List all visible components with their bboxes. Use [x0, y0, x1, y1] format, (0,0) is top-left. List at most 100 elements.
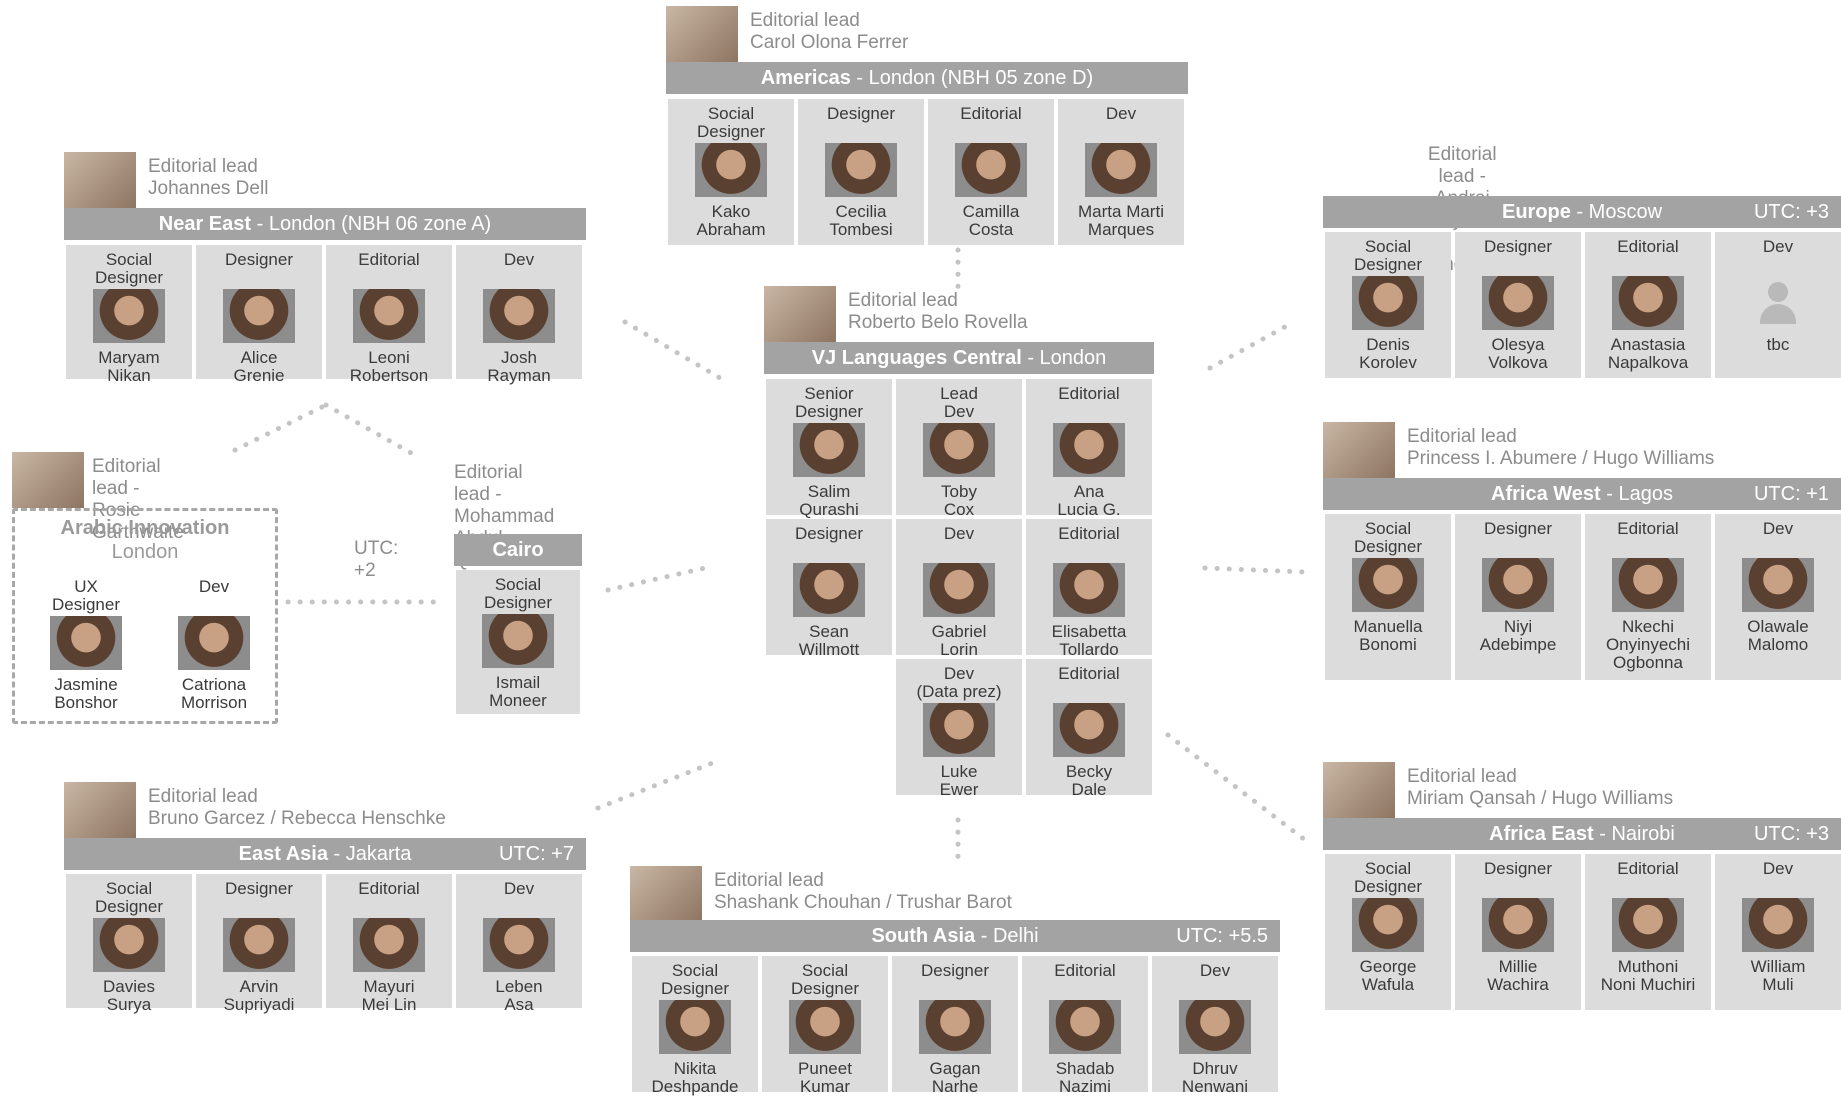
- avatar: [1482, 898, 1554, 952]
- member-role: Editorial: [1058, 384, 1120, 403]
- member-role: UX Designer: [51, 577, 121, 614]
- member-name: Josh Rayman: [487, 348, 551, 385]
- member-name: William Muli: [1750, 957, 1806, 994]
- avatar: [1482, 276, 1554, 330]
- team-header: Europe - Moscow UTC: +3: [1323, 196, 1841, 228]
- avatar: [923, 703, 995, 757]
- member-role: Designer: [224, 250, 294, 269]
- member-name: Catriona Morrison: [180, 675, 248, 712]
- avatar: [353, 289, 425, 343]
- lead-photo: [64, 782, 136, 838]
- avatar: [1053, 563, 1125, 617]
- member-name: George Wafula: [1359, 957, 1417, 994]
- avatar: [659, 1000, 731, 1054]
- avatar: [923, 423, 995, 477]
- avatar: [483, 918, 555, 972]
- team-header: Cairo: [454, 534, 582, 566]
- avatar: [178, 616, 250, 670]
- avatar: [1352, 558, 1424, 612]
- member-role: Designer: [794, 524, 864, 543]
- avatar: [93, 289, 165, 343]
- member-role: Dev (Data prez): [916, 664, 1002, 701]
- avatar: [1612, 898, 1684, 952]
- team-header: Africa West - Lagos UTC: +1: [1323, 478, 1841, 510]
- member-name: Olawale Malomo: [1747, 617, 1809, 654]
- member-role: Social Designer: [696, 104, 766, 141]
- member-role: Editorial: [1054, 961, 1116, 980]
- member-name: Sean Willmott: [798, 622, 860, 659]
- member-role: Dev: [1762, 519, 1794, 538]
- member-role: Designer: [1483, 519, 1553, 538]
- utc-label: UTC: +1: [1753, 483, 1829, 505]
- member-name: Jasmine Bonshor: [54, 675, 118, 712]
- member-role: Dev: [503, 879, 535, 898]
- member-role: Social Designer: [483, 575, 553, 612]
- member-role: Editorial: [358, 879, 420, 898]
- member-name: Mayuri Mei Lin: [361, 977, 417, 1014]
- member-name: Olesya Volkova: [1488, 335, 1548, 372]
- member-role: Social Designer: [94, 250, 164, 287]
- avatar: [223, 289, 295, 343]
- utc-label: UTC: +3: [1753, 823, 1829, 845]
- member-role: Dev: [503, 250, 535, 269]
- avatar: [695, 143, 767, 197]
- avatar: [789, 1000, 861, 1054]
- member-name: Ana Lucia G.: [1057, 482, 1121, 519]
- lead-photo: [12, 452, 84, 508]
- member-name: Nkechi Onyinyechi Ogbonna: [1605, 617, 1691, 672]
- avatar: [1742, 558, 1814, 612]
- member-name: Leben Asa: [495, 977, 543, 1014]
- person-placeholder-icon: [1742, 276, 1814, 330]
- member-name: Maryam Nikan: [98, 348, 160, 385]
- member-name: Marta Marti Marques: [1078, 202, 1164, 239]
- member-role: Lead Dev: [940, 384, 978, 421]
- member-role: Designer: [1483, 237, 1553, 256]
- member-name: Gagan Narhe: [929, 1059, 981, 1096]
- member-name: Millie Wachira: [1487, 957, 1549, 994]
- member-name: Shadab Nazimi: [1055, 1059, 1115, 1096]
- member-name: Toby Cox: [941, 482, 977, 519]
- avatar: [1742, 898, 1814, 952]
- avatar: [93, 918, 165, 972]
- member-name: Leoni Robertson: [349, 348, 429, 385]
- member-name: Denis Korolev: [1359, 335, 1417, 372]
- lead-photo: [630, 866, 702, 922]
- member-role: Dev: [1762, 237, 1794, 256]
- lead-label: Editorial lead Johannes Dell: [148, 156, 269, 199]
- utc-label: UTC: +5.5: [1176, 925, 1268, 947]
- lead-label: Editorial lead Princess I. Abumere / Hug…: [1407, 426, 1715, 469]
- avatar: [793, 563, 865, 617]
- lead-photo: [1323, 422, 1395, 478]
- member-role: Social Designer: [1353, 859, 1423, 896]
- member-name: Anastasia Napalkova: [1607, 335, 1689, 372]
- member-name: Niyi Adebimpe: [1479, 617, 1557, 654]
- avatar: [1482, 558, 1554, 612]
- member-name: Cecilia Tombesi: [829, 202, 893, 239]
- avatar: [1352, 276, 1424, 330]
- team-header: Americas - London (NBH 05 zone D): [666, 62, 1188, 94]
- lead-label: Editorial lead Carol Olona Ferrer: [750, 10, 909, 53]
- member-role: Dev: [1199, 961, 1231, 980]
- avatar: [50, 616, 122, 670]
- member-name: Puneet Kumar: [798, 1059, 852, 1096]
